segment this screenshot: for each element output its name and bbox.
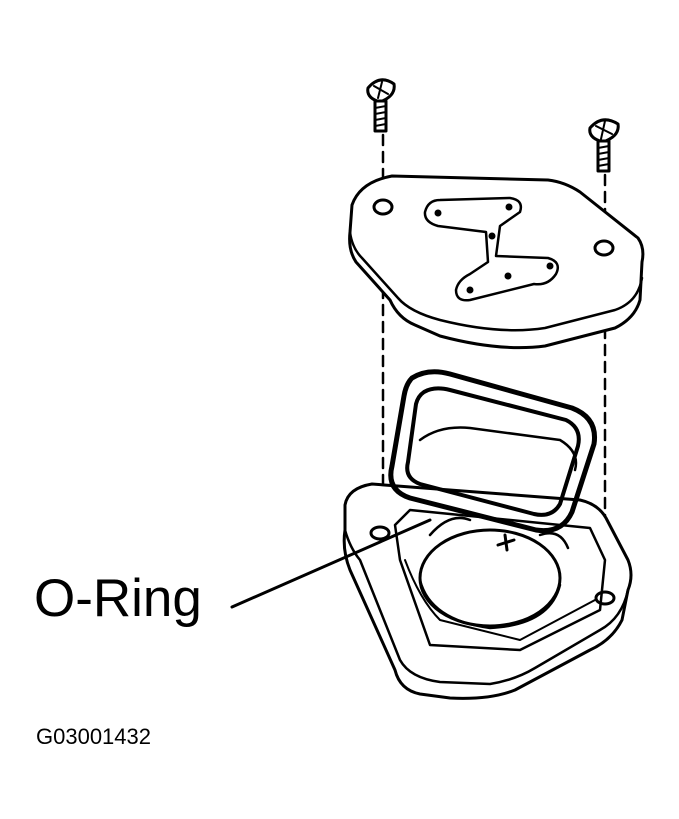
o-ring-label: O-Ring <box>34 569 202 628</box>
housing <box>342 426 633 700</box>
o-ring <box>388 369 598 534</box>
screw-left <box>366 78 396 133</box>
figure-code: G03001432 <box>36 724 151 749</box>
screw-right <box>588 118 620 173</box>
leader-line <box>230 518 432 609</box>
cover-plate <box>348 174 645 350</box>
